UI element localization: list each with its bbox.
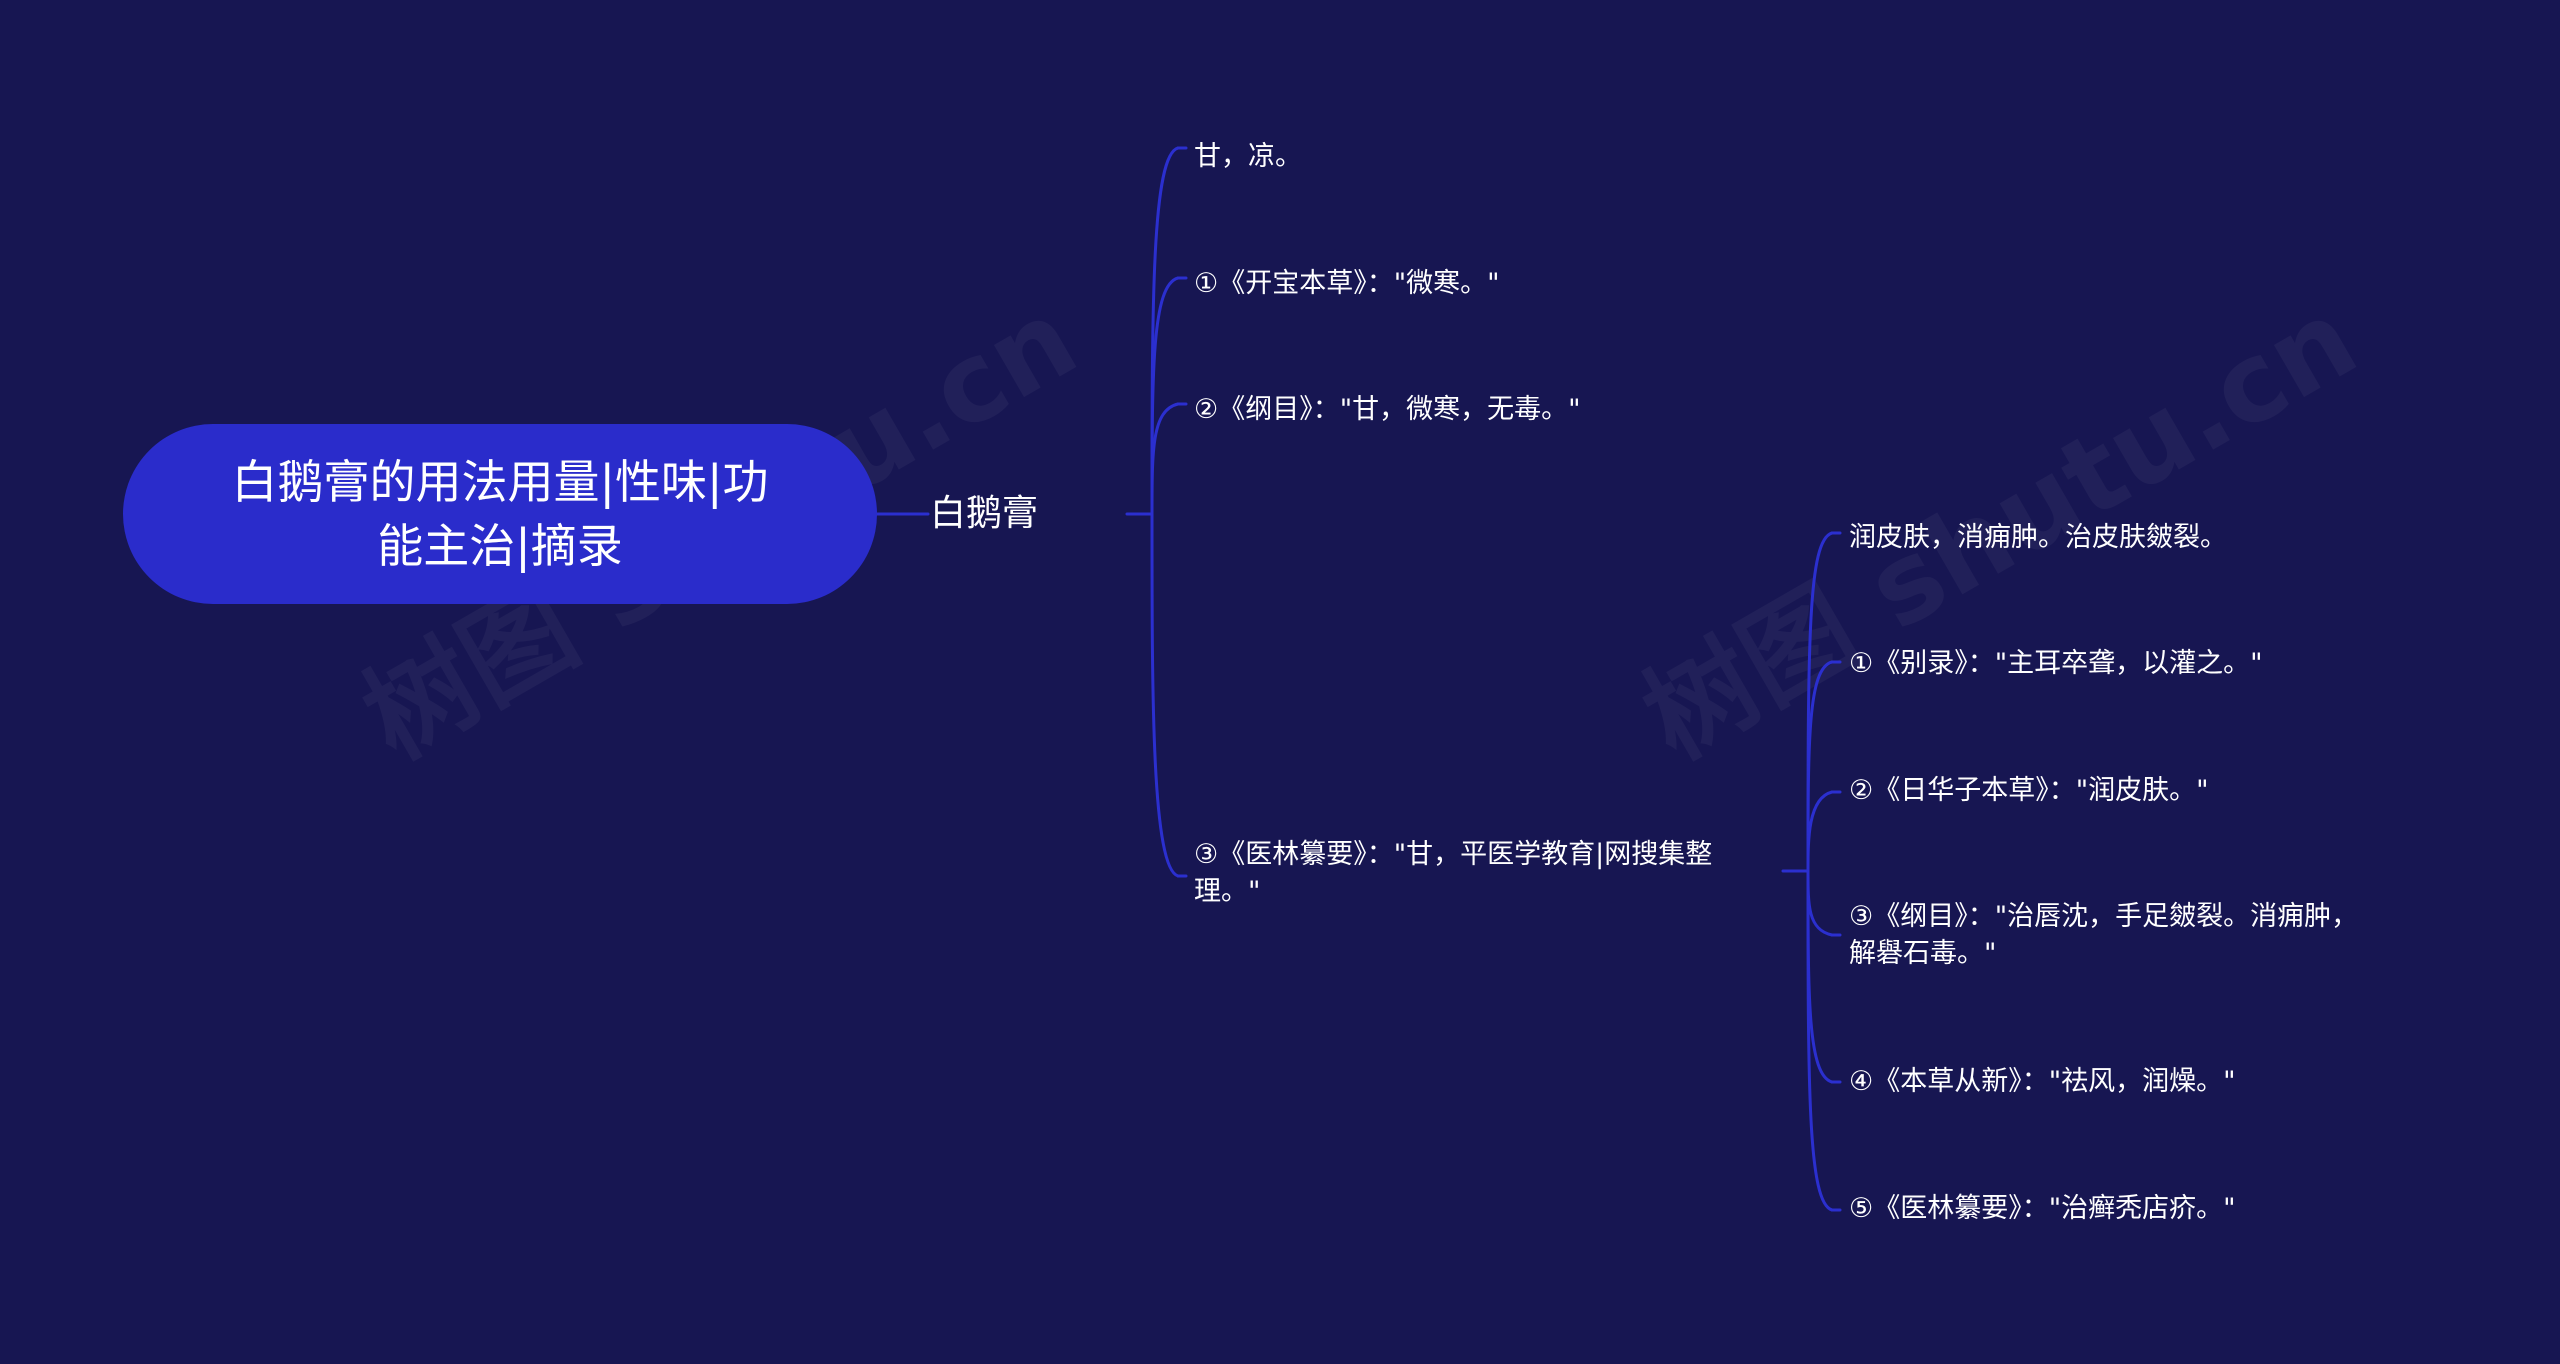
leaf-line: 润皮肤，消痈肿。治皮肤皴裂。 [1849, 522, 2227, 553]
leaf-line: ③《医林纂要》："甘，平医学教育|网搜集整 [1194, 839, 1713, 870]
connector-sub-3 [1806, 790, 1834, 873]
connector-branch-2 [1150, 276, 1180, 516]
root-node-text: 白鹅膏的用法用量|性味|功 能主治|摘录 [232, 450, 769, 578]
leaf-line: ④《本草从新》："祛风，润燥。" [1849, 1066, 2236, 1097]
subleaf-node[interactable]: ④《本草从新》："祛风，润燥。" [1849, 1063, 2236, 1100]
hub-node[interactable]: 白鹅膏 [930, 493, 1039, 534]
leaf-line: ①《开宝本草》："微寒。" [1194, 268, 1500, 299]
subleaf-node[interactable]: ①《别录》："主耳卒聋，以灌之。" [1849, 645, 2263, 682]
leaf-line: ⑤《医林纂要》："治癣秃店疥。" [1849, 1193, 2236, 1224]
connector-branch-4 [1150, 512, 1180, 878]
subleaf-node[interactable]: ②《日华子本草》："润皮肤。" [1849, 772, 2209, 809]
subleaf-node[interactable]: ⑤《医林纂要》："治癣秃店疥。" [1849, 1190, 2236, 1227]
leaf-line: ②《纲目》："甘，微寒，无毒。" [1194, 394, 1581, 425]
root-node[interactable]: 白鹅膏的用法用量|性味|功 能主治|摘录 [123, 424, 877, 604]
leaf-line: ②《日华子本草》："润皮肤。" [1849, 775, 2209, 806]
connector-sub-2 [1806, 660, 1834, 873]
leaf-node[interactable]: ②《纲目》："甘，微寒，无毒。" [1194, 391, 1581, 428]
subleaf-node[interactable]: ③《纲目》："治唇沈，手足皴裂。消痈肿， 解礜石毒。" [1849, 898, 2358, 972]
leaf-line: 解礜石毒。" [1849, 938, 1997, 969]
root-line: 能主治|摘录 [377, 519, 623, 573]
connector-sub-4 [1806, 869, 1834, 937]
leaf-node[interactable]: ③《医林纂要》："甘，平医学教育|网搜集整 理。" [1194, 836, 1712, 910]
connector-branch-3 [1150, 402, 1180, 516]
connector-sub-5 [1806, 869, 1834, 1084]
leaf-line: ①《别录》："主耳卒聋，以灌之。" [1849, 648, 2263, 679]
connector-sub-6 [1806, 869, 1834, 1212]
subleaf-node[interactable]: 润皮肤，消痈肿。治皮肤皴裂。 [1849, 519, 2227, 556]
leaf-node[interactable]: 甘，凉。 [1194, 138, 1302, 175]
leaf-line: 甘，凉。 [1194, 141, 1302, 172]
leaf-line: ③《纲目》："治唇沈，手足皴裂。消痈肿， [1849, 901, 2359, 932]
root-line: 白鹅膏的用法用量|性味|功 [231, 455, 769, 509]
leaf-node[interactable]: ①《开宝本草》："微寒。" [1194, 265, 1500, 302]
leaf-line: 理。" [1194, 876, 1261, 907]
